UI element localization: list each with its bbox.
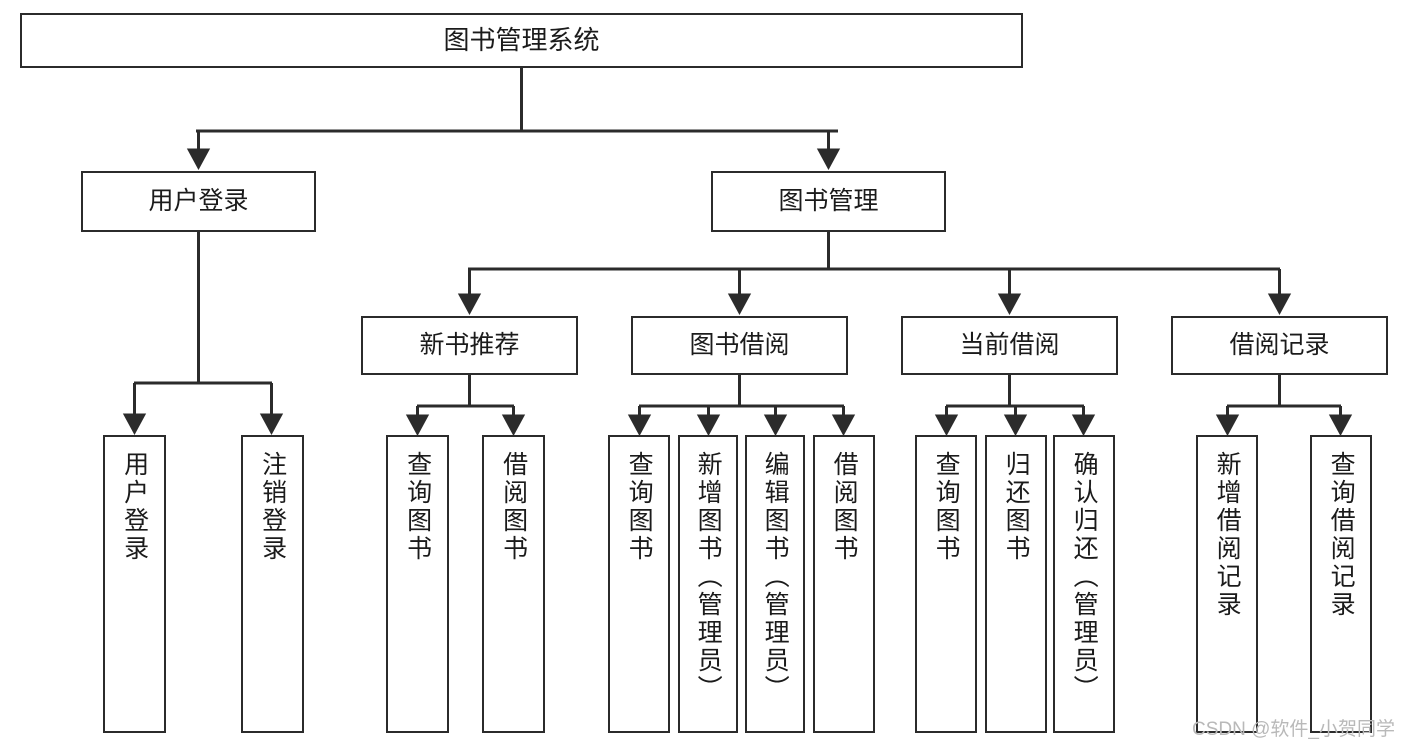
node-leaf-query-borrow-record-label: 查询借阅记录 xyxy=(1327,451,1356,619)
node-book-borrow[interactable]: 图书借阅 xyxy=(631,316,848,375)
node-leaf-borrow-book-label: 借阅图书 xyxy=(830,451,859,563)
node-leaf-add-book-admin[interactable]: 新增图书（管理员） xyxy=(678,435,738,733)
node-book-borrow-label: 图书借阅 xyxy=(689,331,790,360)
node-leaf-query-book-current-label: 查询图书 xyxy=(932,451,961,563)
node-current-borrow-label: 当前借阅 xyxy=(959,331,1060,360)
node-leaf-edit-book-admin-label: 编辑图书（管理员） xyxy=(761,451,790,703)
node-leaf-user-logout[interactable]: 注销登录 xyxy=(241,435,304,733)
node-leaf-borrow-book[interactable]: 借阅图书 xyxy=(813,435,875,733)
node-leaf-query-book-label: 查询图书 xyxy=(625,451,654,563)
node-leaf-add-borrow-record[interactable]: 新增借阅记录 xyxy=(1196,435,1258,733)
node-leaf-query-book-current[interactable]: 查询图书 xyxy=(915,435,977,733)
node-leaf-user-login[interactable]: 用户登录 xyxy=(103,435,166,733)
node-leaf-query-book[interactable]: 查询图书 xyxy=(608,435,670,733)
node-new-book-recommend[interactable]: 新书推荐 xyxy=(361,316,578,375)
node-leaf-borrow-book-recommend[interactable]: 借阅图书 xyxy=(482,435,545,733)
node-user-login[interactable]: 用户登录 xyxy=(81,171,316,232)
node-leaf-return-book[interactable]: 归还图书 xyxy=(985,435,1047,733)
node-leaf-query-book-recommend-label: 查询图书 xyxy=(403,451,432,563)
node-book-manage[interactable]: 图书管理 xyxy=(711,171,946,232)
watermark: CSDN @软件_小贺同学 xyxy=(1192,719,1395,740)
node-book-manage-label: 图书管理 xyxy=(778,187,879,216)
node-borrow-record-label: 借阅记录 xyxy=(1229,331,1330,360)
node-leaf-user-logout-label: 注销登录 xyxy=(258,451,287,563)
node-leaf-return-book-label: 归还图书 xyxy=(1002,451,1031,563)
node-root[interactable]: 图书管理系统 xyxy=(20,13,1023,68)
node-leaf-user-login-label: 用户登录 xyxy=(120,451,149,563)
node-leaf-query-book-recommend[interactable]: 查询图书 xyxy=(386,435,449,733)
node-leaf-add-borrow-record-label: 新增借阅记录 xyxy=(1213,451,1242,619)
node-borrow-record[interactable]: 借阅记录 xyxy=(1171,316,1388,375)
node-current-borrow[interactable]: 当前借阅 xyxy=(901,316,1118,375)
node-leaf-add-book-admin-label: 新增图书（管理员） xyxy=(694,451,723,703)
node-leaf-borrow-book-recommend-label: 借阅图书 xyxy=(499,451,528,563)
node-user-login-label: 用户登录 xyxy=(148,187,249,216)
node-leaf-query-borrow-record[interactable]: 查询借阅记录 xyxy=(1310,435,1372,733)
node-leaf-confirm-return-admin-label: 确认归还（管理员） xyxy=(1070,451,1099,703)
node-new-book-recommend-label: 新书推荐 xyxy=(419,331,520,360)
node-leaf-confirm-return-admin[interactable]: 确认归还（管理员） xyxy=(1053,435,1115,733)
node-root-label: 图书管理系统 xyxy=(443,24,600,55)
node-leaf-edit-book-admin[interactable]: 编辑图书（管理员） xyxy=(745,435,805,733)
